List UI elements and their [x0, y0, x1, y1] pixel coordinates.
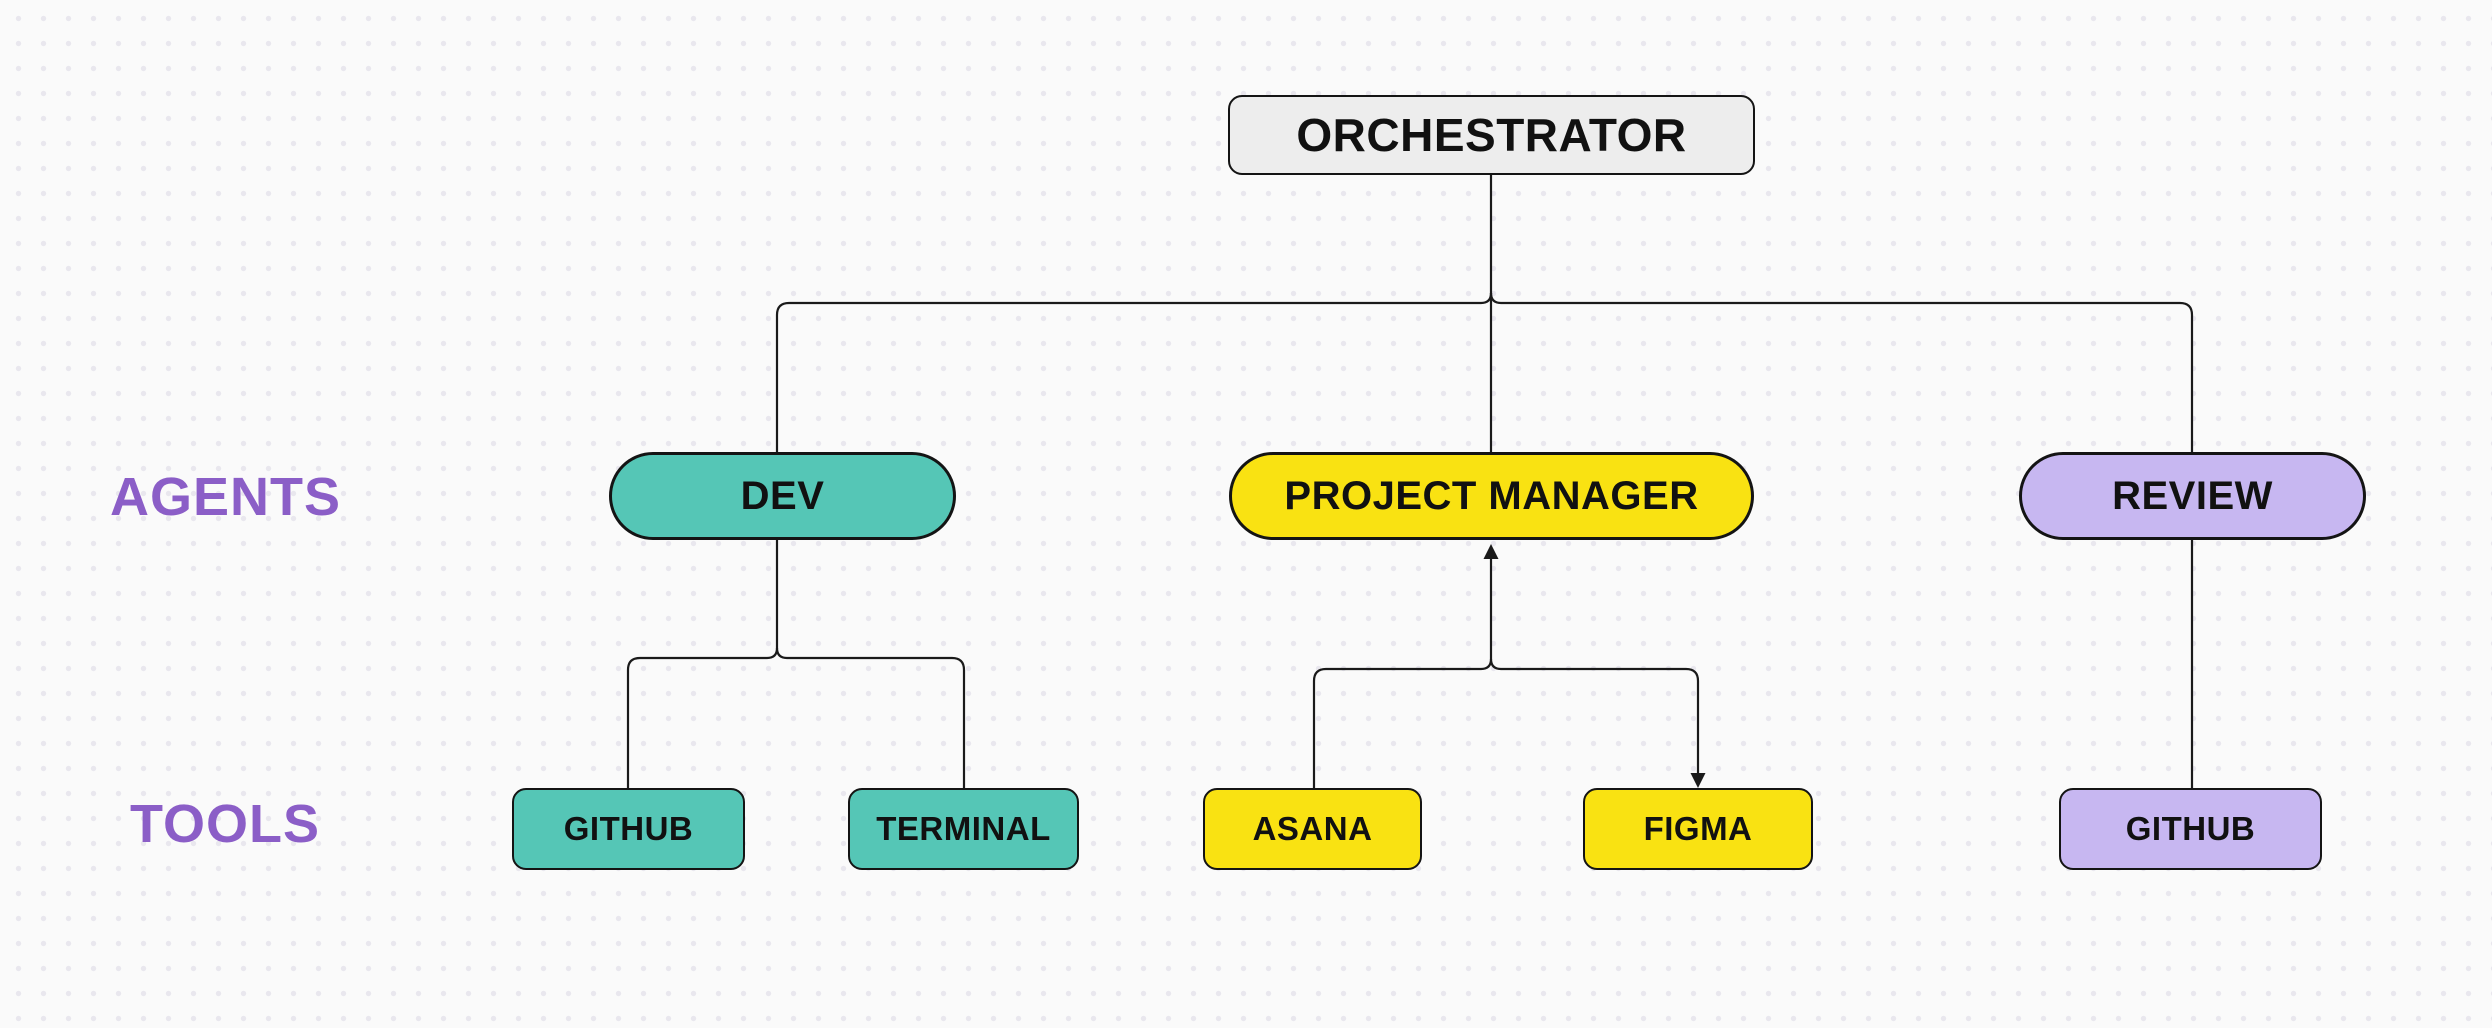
connector-pm-to-asana — [1312, 658, 1493, 788]
connector-pm-to-figma — [1489, 658, 1700, 774]
node-tool-asana-label: ASANA — [1252, 810, 1373, 847]
node-orchestrator[interactable]: ORCHESTRATOR — [1228, 95, 1755, 175]
node-tool-figma[interactable]: FIGMA — [1583, 788, 1813, 870]
connector-dev-to-terminal — [775, 647, 966, 788]
node-orchestrator-label: ORCHESTRATOR — [1296, 109, 1687, 161]
connector-arrowheads — [1483, 544, 1706, 788]
node-tool-github-review[interactable]: GITHUB — [2059, 788, 2322, 870]
node-agent-dev[interactable]: DEV — [609, 452, 956, 540]
node-tool-terminal[interactable]: TERMINAL — [848, 788, 1079, 870]
connector-dev-to-github — [626, 647, 779, 788]
node-tool-github-review-label: GITHUB — [2125, 810, 2256, 847]
node-agent-project-manager-label: PROJECT MANAGER — [1284, 473, 1699, 518]
row-label-agents: AGENTS — [110, 467, 342, 527]
row-label-tools: TOOLS — [130, 794, 321, 854]
node-agent-review[interactable]: REVIEW — [2019, 452, 2366, 540]
arrowhead-down-into-figma-icon — [1690, 773, 1706, 788]
node-tool-terminal-label: TERMINAL — [876, 810, 1051, 847]
arrowhead-up-into-project-manager-icon — [1483, 544, 1499, 559]
connector-orchestrator-to-dev — [775, 292, 1493, 452]
node-agent-dev-label: DEV — [740, 473, 825, 518]
node-tool-github-dev[interactable]: GITHUB — [512, 788, 745, 870]
connector-strokes — [626, 175, 2194, 788]
node-tool-figma-label: FIGMA — [1643, 810, 1753, 847]
node-agent-project-manager[interactable]: PROJECT MANAGER — [1229, 452, 1754, 540]
connector-orchestrator-to-review — [1489, 292, 2194, 452]
node-tool-asana[interactable]: ASANA — [1203, 788, 1422, 870]
node-tool-github-dev-label: GITHUB — [563, 810, 694, 847]
node-agent-review-label: REVIEW — [2112, 473, 2273, 518]
